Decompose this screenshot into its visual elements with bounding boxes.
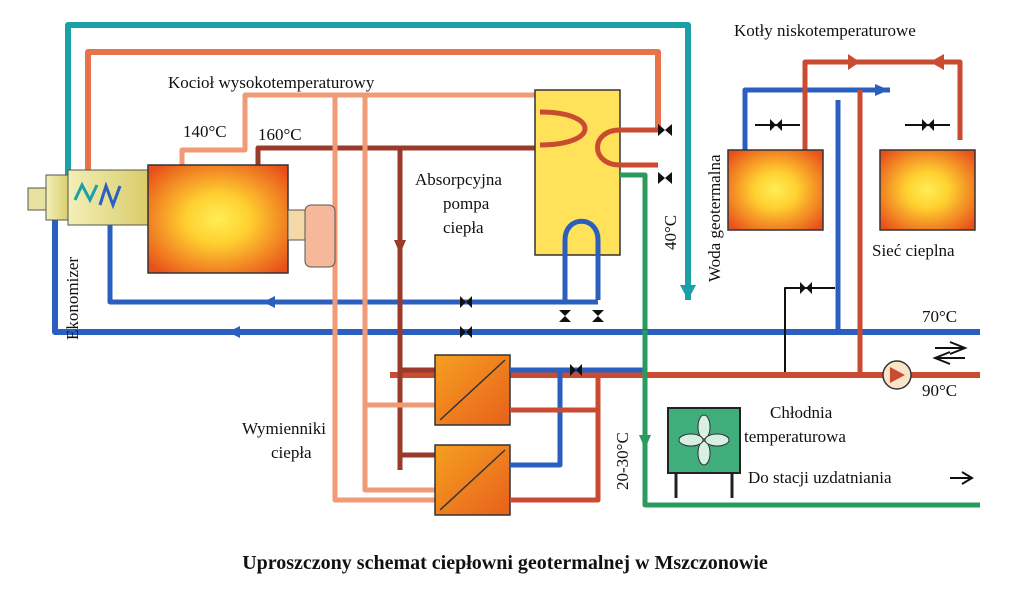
label-geothermal-water: Woda geotermalna [705, 154, 724, 282]
valve-lt-2 [922, 119, 934, 131]
valve-pump-2 [658, 172, 672, 184]
label-cooler-line1: Chłodnia [770, 403, 833, 422]
blue-arrow-1 [263, 296, 275, 308]
flow-arrows-right [932, 341, 968, 365]
valve-pump-1 [658, 124, 672, 136]
label-90: 90°C [922, 381, 957, 400]
salmon-exchanger-feed [362, 95, 435, 493]
figure-caption: Uproszczony schemat ciepłowni geotermaln… [242, 552, 768, 574]
label-cooler-line2: temperaturowa [744, 427, 846, 446]
lt-red-top [802, 59, 963, 150]
lt-thin-line [784, 287, 835, 375]
blue-arrow-lt [875, 84, 889, 96]
boiler-outlet-160 [255, 145, 590, 165]
exchanger-1-diagonal [439, 359, 506, 421]
valve-hx [570, 364, 582, 376]
label-20-30: 20-30°C [613, 432, 632, 490]
cooler-legs [674, 473, 734, 498]
economizer [27, 169, 149, 226]
exchanger-2-diagonal [439, 449, 506, 511]
label-140: 140°C [183, 122, 227, 141]
valve-blue-4 [592, 310, 604, 322]
lt-blue-top [742, 87, 890, 150]
valve-blue-3 [559, 310, 571, 322]
blue-return-70 [52, 215, 980, 335]
label-low-temp-boilers: Kotły niskotemperaturowe [734, 21, 916, 40]
pump-green-outlet [620, 172, 648, 330]
red-arrow-lt-2 [930, 54, 944, 70]
label-40: 40°C [661, 215, 680, 250]
label-heat-network: Sieć cieplna [872, 241, 955, 260]
dark-red-branches [400, 367, 435, 458]
pump-blue-coil [562, 218, 601, 300]
blue-arrow-2 [228, 326, 240, 338]
valve-blue-1 [460, 296, 472, 308]
valve-lt-1 [770, 119, 782, 131]
burner [304, 204, 336, 268]
label-exchangers-line2: ciepła [271, 443, 312, 462]
label-pump-line2: pompa [443, 194, 490, 213]
label-to-treatment: Do stacji uzdatniania [748, 468, 892, 487]
teal-pipe-top [65, 22, 691, 300]
high-temp-boiler [147, 164, 289, 274]
dark-red-arrow [394, 240, 406, 254]
label-pump-line1: Absorpcyjna [415, 170, 502, 189]
blue-return-upper [107, 200, 598, 305]
label-160: 160°C [258, 125, 302, 144]
hot-pipe-top [85, 49, 661, 200]
pump-hot-coil [539, 109, 588, 148]
green-arrow [639, 435, 651, 449]
green-to-treatment [642, 330, 980, 508]
low-temp-boiler-1 [727, 149, 824, 231]
valve-lt-3 [800, 282, 812, 294]
label-high-temp-boiler: Kocioł wysokotemperaturowy [168, 73, 375, 92]
label-pump-line3: ciepła [443, 218, 484, 237]
exchanger-red-out [510, 378, 601, 503]
label-70: 70°C [922, 307, 957, 326]
pump-right-coil [595, 127, 658, 168]
label-exchangers-line1: Wymienniki [242, 419, 326, 438]
absorption-pump-body [534, 89, 621, 256]
fan-icon [678, 414, 730, 466]
treatment-arrow [950, 471, 974, 485]
pump-arrow [890, 367, 905, 383]
teal-arrow [680, 285, 696, 300]
label-economizer: Ekonomizer [63, 257, 82, 340]
red-arrow-lt-1 [848, 54, 860, 70]
valve-blue-2 [460, 326, 472, 338]
low-temp-boiler-2 [879, 149, 976, 231]
